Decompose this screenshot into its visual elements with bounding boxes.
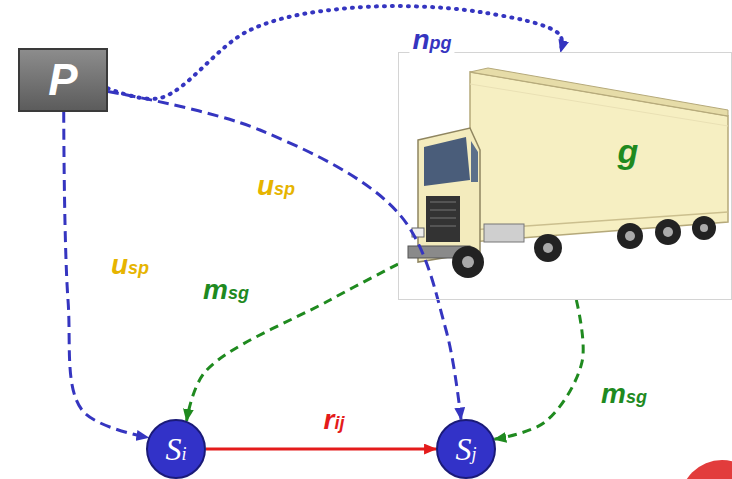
node-label: Sj — [455, 431, 476, 468]
dashed-arrow — [494, 300, 583, 439]
edge-label: npg — [409, 25, 454, 56]
circle-outline — [146, 419, 206, 479]
edge-label: msg — [200, 275, 252, 306]
dashed-arrow — [108, 91, 461, 419]
edge-label: usp — [108, 250, 152, 281]
solid-arrow — [206, 448, 436, 451]
dotted-arrow — [108, 6, 562, 99]
edge-label: rij — [321, 405, 348, 436]
truck-picture-ground — [398, 52, 732, 300]
station-circle: Si — [146, 419, 206, 479]
edge-label: usp — [254, 171, 298, 202]
corner-mark — [680, 460, 732, 479]
node-label: g — [618, 132, 639, 171]
circle-outline — [436, 419, 496, 479]
edge-label: msg — [598, 379, 650, 410]
node-label: P — [48, 55, 77, 105]
station-circle: Sj — [436, 419, 496, 479]
vehicle-box: g — [398, 52, 732, 300]
dashed-arrow — [64, 112, 149, 438]
dashed-arrow — [187, 264, 398, 421]
node-label: Si — [165, 431, 186, 468]
source-box: P — [18, 48, 108, 112]
truck-illustration — [408, 68, 728, 278]
